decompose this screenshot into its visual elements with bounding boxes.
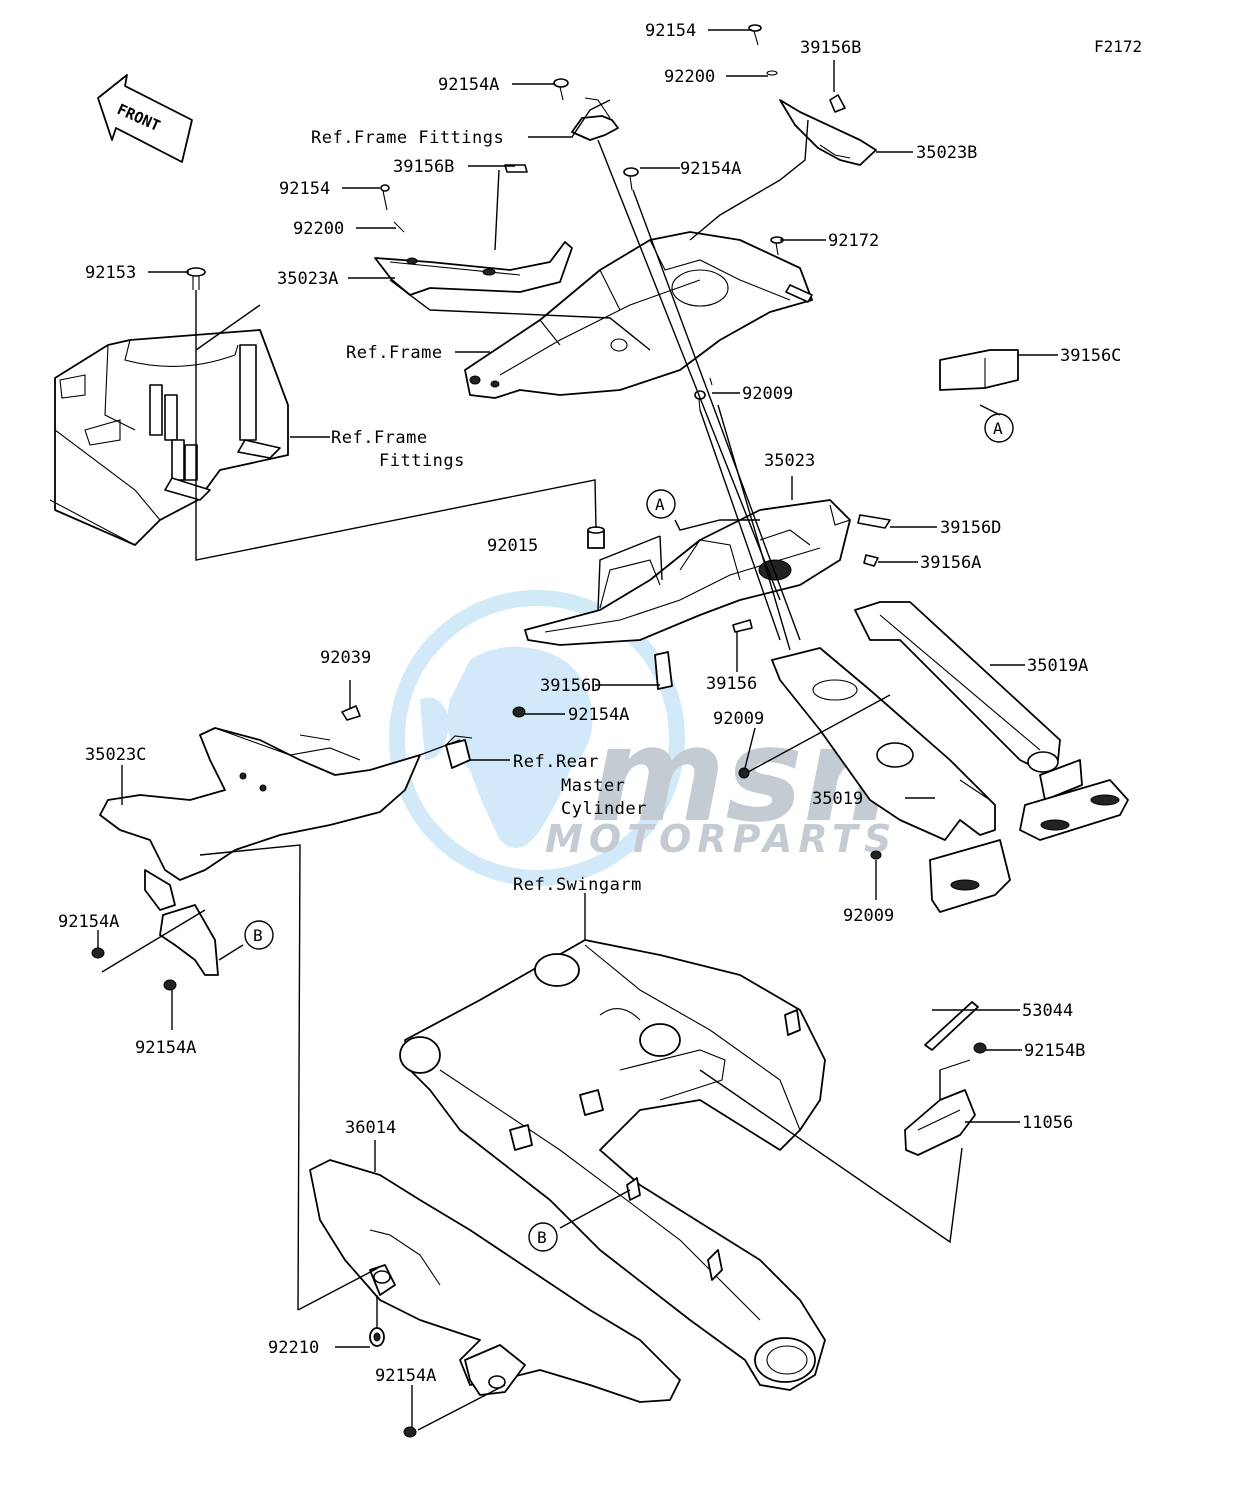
part-label: 35019: [812, 789, 863, 809]
part-label: 92154A: [568, 705, 629, 725]
bolt-92154B: [973, 1042, 987, 1054]
watermark-tagline: MOTORPARTS: [545, 817, 897, 861]
part-label: 35019A: [1027, 656, 1088, 676]
label-39156C: [939, 349, 1019, 391]
ref-frame-fittings-top: Ref.Frame Fittings: [311, 128, 504, 148]
part-label: 92009: [742, 384, 793, 404]
bracket-top: [553, 78, 619, 141]
part-label: 39156C: [1060, 346, 1121, 366]
bracket-35019A: [854, 601, 1129, 841]
bracket-35019: [771, 647, 1011, 913]
part-labels: 92154 39156B 92154A 92200 35023B 39156B …: [58, 21, 1121, 1386]
part-label: 92154A: [375, 1366, 436, 1386]
label-39156B-left: [504, 164, 528, 173]
rear-frame: [464, 167, 813, 399]
diagram-code: F2172: [1094, 37, 1142, 56]
part-label: 92210: [268, 1338, 319, 1358]
ref-frame-fittings-left-line1: Ref.Frame: [331, 428, 428, 448]
part-label: 36014: [345, 1118, 396, 1138]
part-label: 35023C: [85, 745, 146, 765]
ref-frame: Ref.Frame: [346, 343, 443, 363]
callout-B-left: B: [244, 920, 274, 950]
grommet-92015: [587, 526, 605, 549]
part-label: 39156B: [800, 38, 861, 58]
ref-frame-fittings-left-line2: Fittings: [379, 451, 465, 471]
callout-A-right-label: A: [993, 419, 1003, 438]
part-label: 92154A: [58, 912, 119, 932]
part-label: 39156D: [540, 676, 601, 696]
part-label: 39156D: [940, 518, 1001, 538]
part-label: 92009: [843, 906, 894, 926]
ref-rear-master-line3: Cylinder: [561, 799, 647, 819]
watermark-globe-icon: [389, 590, 685, 886]
chain-guard-36014: [309, 1159, 681, 1403]
part-label: 92039: [320, 648, 371, 668]
part-label: 92154: [279, 179, 330, 199]
watermark-continents: [447, 646, 593, 848]
part-label: 53044: [1022, 1001, 1073, 1021]
part-label: 39156: [706, 674, 757, 694]
bolt-92009-lower: [870, 850, 882, 860]
bolt-92009-mid: [738, 767, 750, 779]
frame-fittings-box: [49, 329, 289, 546]
ref-rear-master-line1: Ref.Rear: [513, 752, 599, 772]
part-label: 92009: [713, 709, 764, 729]
part-label: 92172: [828, 231, 879, 251]
bolt-92153: [186, 267, 206, 290]
leader-lines: [97, 29, 1058, 1431]
tube-53044: [924, 1001, 979, 1051]
part-label: 92154B: [1024, 1041, 1085, 1061]
callout-A-center-label: A: [655, 495, 665, 514]
part-label: 39156A: [920, 553, 981, 573]
part-label: 92154A: [438, 75, 499, 95]
part-label: 35023: [764, 451, 815, 471]
ref-swingarm: Ref.Swingarm: [513, 875, 642, 895]
label-39156: [732, 619, 753, 633]
part-label: 92154A: [680, 159, 741, 179]
screw-92154-left: [380, 184, 390, 211]
callout-B-swingarm: B: [528, 1222, 558, 1252]
washer-92200-left: [393, 221, 405, 233]
label-39156D-lower: [654, 651, 673, 690]
bolt-92154A-bottom: [403, 1426, 417, 1438]
part-label: 92200: [664, 67, 715, 87]
clip-92039: [341, 705, 361, 721]
part-label: 35023A: [277, 269, 338, 289]
rear-master-cylinder-bracket: [445, 706, 526, 769]
bolt-92154A-left-2: [163, 979, 177, 991]
watermark: msm MOTORPARTS: [389, 590, 938, 886]
ref-rear-master-line2: Master: [561, 776, 625, 796]
callout-A-center: A: [646, 489, 676, 519]
callout-B-swingarm-label: B: [537, 1228, 547, 1247]
collar-92210: [369, 1327, 385, 1347]
part-label: 92200: [293, 219, 344, 239]
rear-fender-35023C: [99, 727, 421, 976]
undertray-35023: [524, 499, 891, 646]
part-label: 35023B: [916, 143, 977, 163]
watermark-continent-small: [420, 697, 450, 760]
part-label: 11056: [1022, 1113, 1073, 1133]
part-label: 92153: [85, 263, 136, 283]
part-label: 92015: [487, 536, 538, 556]
side-cover-35023A: [374, 241, 573, 296]
part-label: 92154: [645, 21, 696, 41]
callout-B-left-label: B: [253, 926, 263, 945]
callout-A-right: A: [984, 413, 1014, 443]
swingarm: [399, 939, 826, 1391]
reference-labels: Ref.Frame Fittings Ref.Frame Ref.Frame F…: [311, 128, 647, 895]
bolt-92154A-left-1: [91, 947, 105, 959]
front-arrow-icon: FRONT: [97, 74, 193, 163]
part-label: 92154A: [135, 1038, 196, 1058]
part-label: 39156B: [393, 157, 454, 177]
